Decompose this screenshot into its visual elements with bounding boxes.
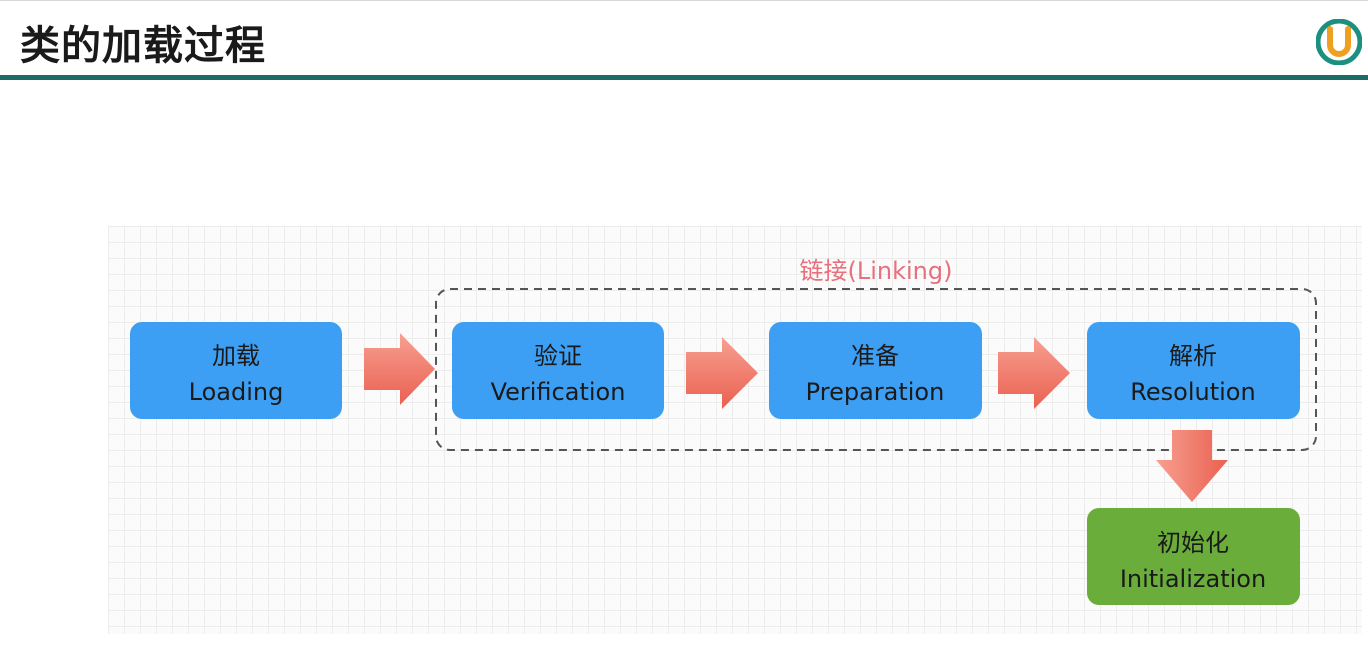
node-resolution-box <box>1087 322 1300 419</box>
slide-header: 类的加载过程 <box>0 0 1368 80</box>
node-verification-box <box>452 322 664 419</box>
node-verification: 验证 Verification <box>452 322 664 419</box>
node-initialization-en: Initialization <box>1120 565 1266 593</box>
node-loading: 加载 Loading <box>130 322 342 419</box>
node-resolution-cn: 解析 <box>1169 342 1217 370</box>
node-preparation: 准备 Preparation <box>769 322 982 419</box>
linking-group-label: 链接(Linking) <box>800 257 953 285</box>
linking-group-border <box>435 288 1317 451</box>
diagram-canvas: 链接(Linking) 加载 Loading 验证 Verification 准… <box>108 226 1362 634</box>
node-initialization-cn: 初始化 <box>1157 529 1229 557</box>
header-divider <box>0 75 1368 80</box>
arrow-preparation-to-resolution <box>998 337 1070 409</box>
node-resolution-en: Resolution <box>1130 378 1255 406</box>
node-initialization-box <box>1087 508 1300 605</box>
node-preparation-cn: 准备 <box>851 342 899 370</box>
arrow-loading-to-verification <box>364 333 435 405</box>
node-preparation-en: Preparation <box>806 378 945 406</box>
arrow-resolution-to-initialization <box>1156 430 1228 502</box>
node-verification-en: Verification <box>491 378 626 406</box>
node-preparation-box <box>769 322 982 419</box>
class-loading-diagram: 链接(Linking) 加载 Loading 验证 Verification 准… <box>130 257 1317 605</box>
node-loading-box <box>130 322 342 419</box>
node-verification-cn: 验证 <box>534 342 582 370</box>
node-loading-en: Loading <box>189 378 284 406</box>
brand-logo-icon <box>1316 19 1362 65</box>
node-resolution: 解析 Resolution <box>1087 322 1300 419</box>
page-title: 类的加载过程 <box>20 23 266 69</box>
arrow-verification-to-preparation <box>686 337 758 409</box>
node-initialization: 初始化 Initialization <box>1087 508 1300 605</box>
node-loading-cn: 加载 <box>212 342 260 370</box>
